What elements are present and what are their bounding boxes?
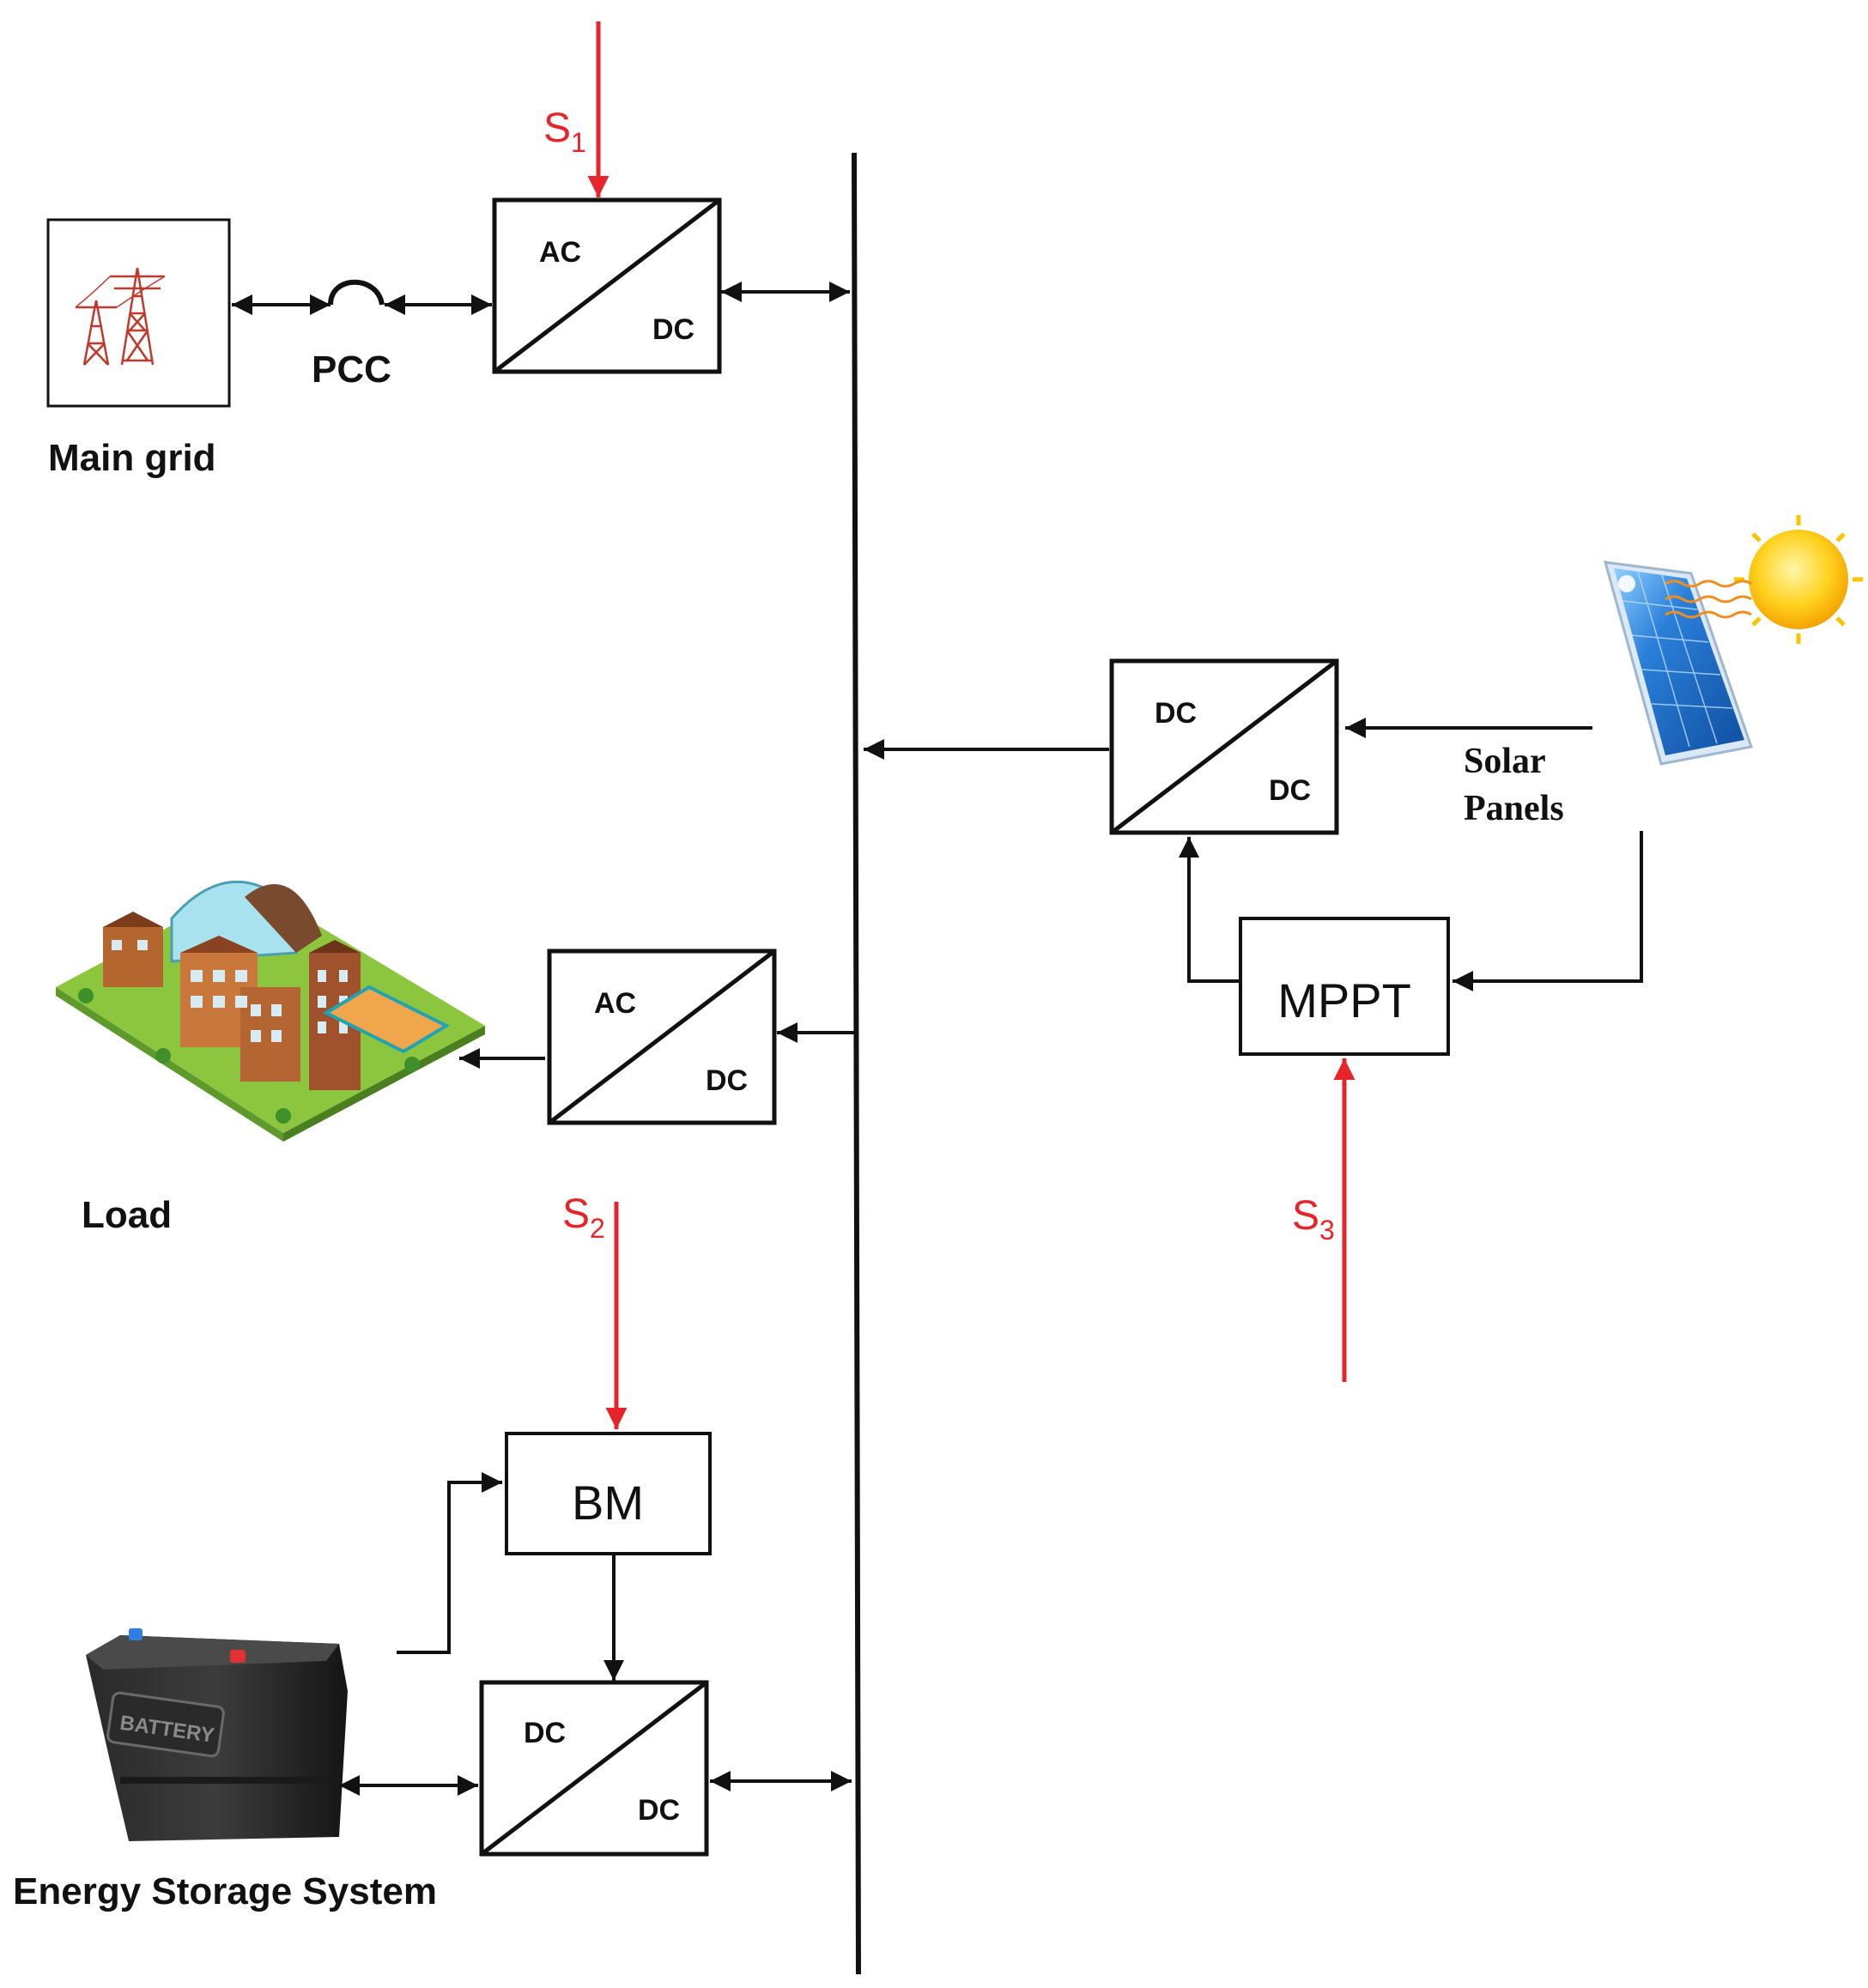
dc-bus: [852, 152, 861, 1975]
bm-label: BM: [572, 1476, 644, 1530]
energy-storage-label: Energy Storage System: [13, 1870, 437, 1912]
mppt-label: MPPT: [1277, 973, 1411, 1027]
battery-converter-top-label: DC: [524, 1717, 566, 1749]
pcc-label: PCC: [312, 349, 391, 391]
mppt-block: MPPT: [1239, 917, 1450, 1056]
battery-icon: BATTERY: [86, 1628, 348, 1841]
grid-converter-top-label: AC: [539, 236, 581, 269]
main-grid-label: Main grid: [48, 437, 216, 479]
solar-converter-bottom-label: DC: [1269, 774, 1311, 807]
sun-icon: [1665, 515, 1863, 644]
s2-label: S2: [562, 1191, 605, 1244]
mppt-converter-line: [1179, 837, 1240, 983]
grid-ac-dc-converter: AC DC: [492, 197, 722, 374]
bm-block: BM: [505, 1432, 712, 1555]
main-grid-block: Main grid: [46, 218, 231, 479]
battery-bm-line: [397, 1472, 502, 1654]
load-converter-top-label: AC: [594, 987, 636, 1020]
load-ac-dc-converter: AC DC: [547, 949, 777, 1125]
transmission-tower-icon: [75, 267, 166, 366]
battery-converter-bottom-label: DC: [638, 1794, 680, 1827]
load-label: Load: [82, 1194, 172, 1236]
grid-converter-bottom-label: DC: [652, 313, 694, 346]
campus-buildings-icon: [56, 881, 485, 1142]
s1-label: S1: [543, 106, 586, 158]
load-converter-bottom-label: DC: [706, 1064, 748, 1097]
solar-label-line1: Solar: [1464, 742, 1546, 781]
solar-label-line2: Panels: [1464, 789, 1564, 828]
panel-mppt-line: [1453, 831, 1643, 991]
battery-dc-dc-converter: DC DC: [479, 1680, 709, 1857]
solar-panel-icon: [1603, 561, 1753, 766]
solar-dc-dc-converter: DC DC: [1109, 658, 1339, 835]
solar-converter-top-label: DC: [1155, 697, 1197, 730]
s3-label: S3: [1292, 1193, 1335, 1246]
pcc-breaker-icon: [328, 279, 385, 306]
